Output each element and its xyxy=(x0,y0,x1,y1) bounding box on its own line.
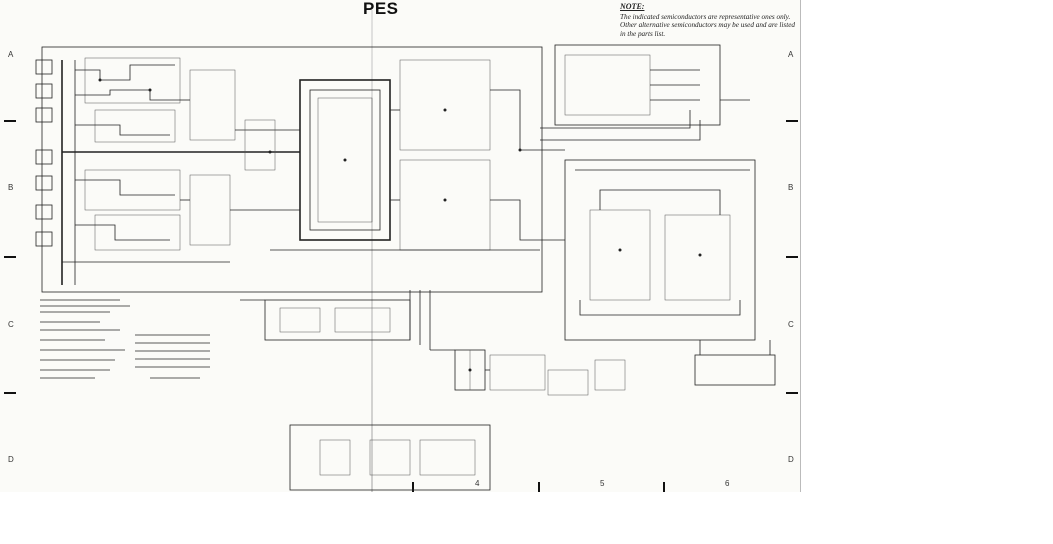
junction-dots xyxy=(98,78,702,372)
column-label-5: 5 xyxy=(600,479,605,488)
switch-board-upper xyxy=(554,44,721,126)
edge-tick xyxy=(4,120,16,122)
note-block: NOTE: The indicated semiconductors are r… xyxy=(620,2,798,38)
preamp-lower-block xyxy=(84,169,181,211)
row-label-right-a: A xyxy=(788,50,794,59)
power-amp-core xyxy=(317,97,373,223)
preamp-upper-block xyxy=(84,57,181,104)
driver-block xyxy=(244,119,276,171)
regulator-board xyxy=(264,299,411,341)
ac-outlet xyxy=(594,359,626,391)
selector-switch xyxy=(564,54,651,116)
edge-tick xyxy=(412,482,414,492)
power-amp-frame xyxy=(299,79,391,241)
trace xyxy=(540,120,701,141)
output-block-upper xyxy=(399,59,491,151)
edge-tick xyxy=(786,256,798,258)
edge-tick xyxy=(538,482,540,492)
edge-tick xyxy=(663,482,665,492)
row-label-right-b: B xyxy=(788,183,794,192)
switch-board-lower xyxy=(694,354,776,386)
trace xyxy=(75,124,170,136)
column-label-6: 6 xyxy=(725,479,730,488)
trace xyxy=(540,110,691,129)
amp-board-outline xyxy=(41,46,543,293)
fuse-block xyxy=(547,369,589,396)
schematic-sheet: PES NOTE: The indicated semiconductors a… xyxy=(4,0,801,492)
ic-left xyxy=(589,209,651,301)
edge-tick xyxy=(4,392,16,394)
tone-block-2 xyxy=(189,174,231,246)
ic-right xyxy=(664,214,731,301)
rectifier-block xyxy=(489,354,546,391)
trace xyxy=(75,64,175,81)
trace xyxy=(75,89,180,101)
row-label-left-a: A xyxy=(8,50,14,59)
power-amp-inner xyxy=(309,89,381,231)
legend-text-lines xyxy=(40,299,210,379)
tone-block xyxy=(189,69,236,141)
row-label-left-c: C xyxy=(8,320,14,329)
trace xyxy=(75,224,170,241)
control-board xyxy=(564,159,756,341)
trace xyxy=(490,89,540,151)
note-heading: NOTE: xyxy=(620,2,645,11)
column-label-4: 4 xyxy=(475,479,480,488)
circuit-drawing xyxy=(35,44,776,491)
edge-tick xyxy=(786,392,798,394)
row-label-right-d: D xyxy=(788,455,794,464)
note-text: The indicated semiconductors are represe… xyxy=(620,12,795,38)
row-label-right-c: C xyxy=(788,320,794,329)
page-fold xyxy=(371,10,373,492)
power-supply-board xyxy=(289,424,491,491)
row-label-left-b: B xyxy=(8,183,14,192)
edge-tick xyxy=(786,120,798,122)
output-block-lower xyxy=(399,159,491,251)
trace xyxy=(75,179,175,196)
preamp-upper-block-2 xyxy=(94,109,176,143)
preamp-lower-block-2 xyxy=(94,214,181,251)
trace xyxy=(490,199,540,241)
ps-transformer xyxy=(319,439,351,476)
input-jacks xyxy=(35,59,53,247)
row-label-left-d: D xyxy=(8,455,14,464)
edge-tick xyxy=(4,256,16,258)
